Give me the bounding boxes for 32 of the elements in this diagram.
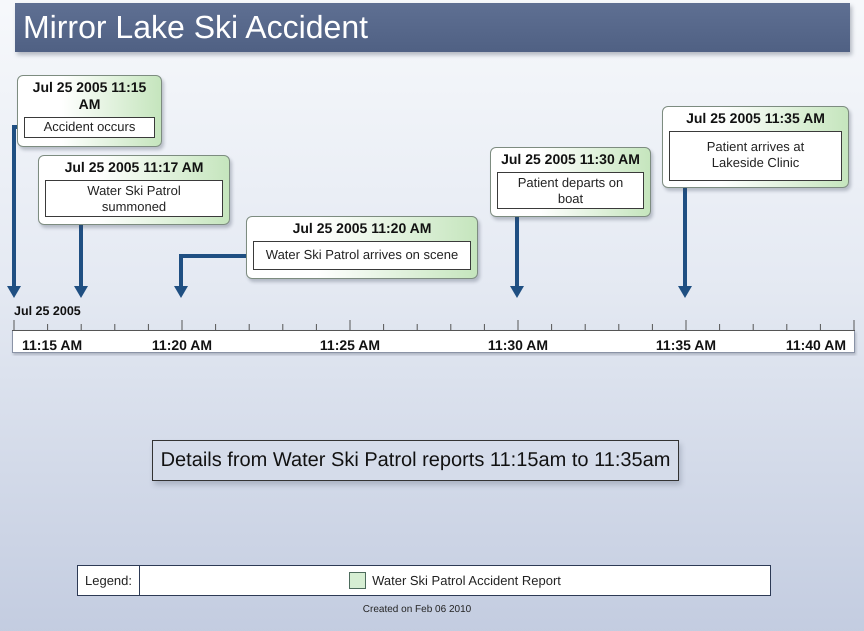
event-card [662, 106, 849, 188]
time-label: 11:20 AM [152, 337, 212, 353]
legend-heading: Legend: [78, 566, 140, 595]
event-description: Water Ski Patrol summoned [45, 180, 223, 217]
title-banner: Mirror Lake Ski Accident [15, 3, 850, 52]
event-card [490, 147, 651, 217]
event-card [38, 155, 230, 225]
axis-date-label: Jul 25 2005 [14, 304, 81, 318]
event-time: Jul 25 2005 11:35 AM [685, 110, 826, 127]
event-time: Jul 25 2005 11:30 AM [500, 151, 641, 168]
footer-note: Created on Feb 06 2010 [362, 604, 472, 615]
event-time: Jul 25 2005 11:20 AM [292, 220, 432, 237]
event-time: Jul 25 2005 11:17 AM [64, 159, 204, 176]
note-box: Details from Water Ski Patrol reports 11:15am to 11:35am [152, 440, 679, 481]
arrow [678, 188, 692, 298]
event-description: Patient departs on boat [497, 172, 644, 209]
legend-text: Water Ski Patrol Accident Report [372, 573, 561, 588]
event-card [17, 75, 162, 147]
time-label: 11:30 AM [488, 337, 548, 353]
time-label: 11:40 AM [786, 337, 846, 353]
time-label: 11:25 AM [320, 337, 380, 353]
event-description: Patient arrives at Lakeside Clinic [669, 131, 842, 181]
event-description: Water Ski Patrol arrives on scene [253, 241, 471, 270]
time-label: 11:35 AM [656, 337, 716, 353]
event-time: Jul 25 2005 11:15 AM [32, 79, 148, 113]
event-description: Accident occurs [24, 117, 155, 138]
time-label: 11:15 AM [22, 337, 82, 353]
event-card [246, 216, 478, 279]
arrow [7, 125, 21, 298]
arrow [510, 217, 524, 298]
arrow [74, 225, 88, 298]
arrow [174, 254, 246, 298]
